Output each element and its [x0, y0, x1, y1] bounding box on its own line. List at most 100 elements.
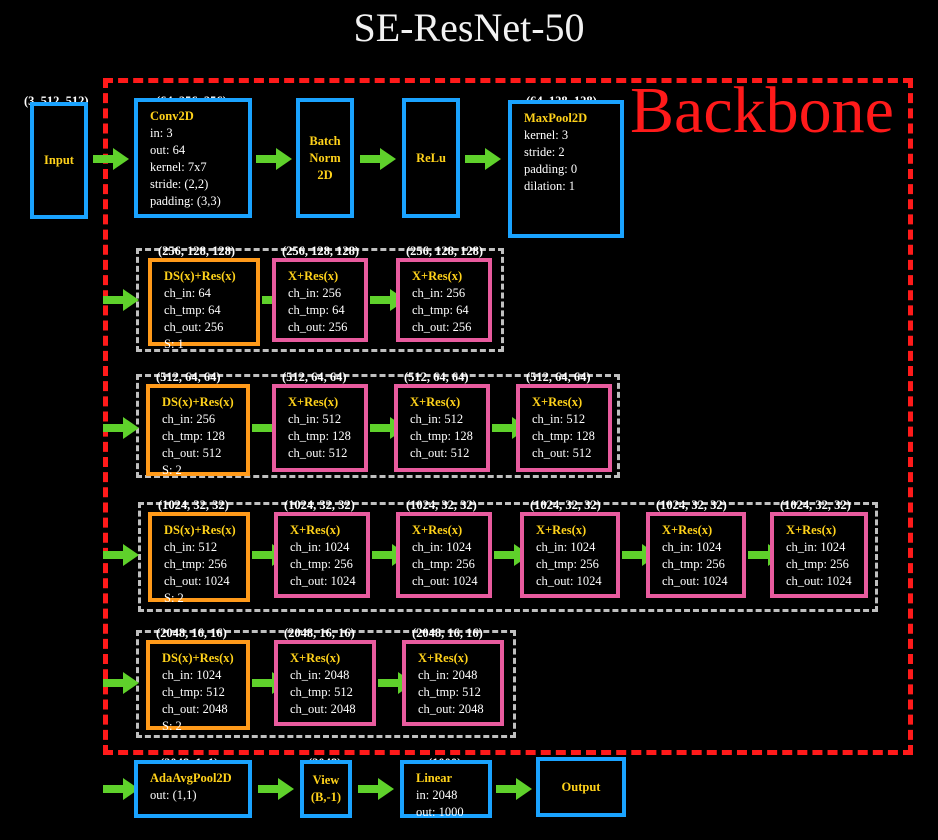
block-param: out: (1,1) — [150, 788, 197, 802]
downsample-residual-block: DS(x)+Res(x) ch_in: 64 ch_tmp: 64 ch_out: 2… — [148, 258, 260, 351]
stage-frame — [138, 502, 878, 612]
block-param: ch_in: 512 — [288, 412, 342, 426]
flow-arrow-icon — [258, 778, 294, 800]
block-name: X+Res(x) — [412, 523, 463, 537]
block-param: ch_in: 1024 — [162, 668, 222, 682]
block-param: ch_out: 1024 — [662, 574, 728, 588]
block-param: ch_tmp: 64 — [288, 303, 345, 317]
block-label: Batch Norm 2D — [309, 133, 341, 182]
block-param: ch_out: 1024 — [786, 574, 852, 588]
block-shape-label: (1024, 32, 32) — [780, 498, 851, 512]
relu-block: ReLu — [402, 98, 460, 218]
block-param: stride: (2,2) — [150, 177, 209, 191]
block-param: ch_in: 1024 — [536, 540, 596, 554]
flow-arrow-icon — [465, 148, 501, 170]
block-param: ch_in: 512 — [164, 540, 218, 554]
block-shape-label: (1024, 32, 32) — [656, 498, 727, 512]
block-shape-label: (2048, 16, 16) — [284, 626, 355, 640]
block-name: X+Res(x) — [410, 395, 461, 409]
block-param: kernel: 3 — [524, 128, 569, 142]
block-name: DS(x)+Res(x) — [162, 395, 234, 409]
view-block: View (B,-1) — [300, 760, 352, 818]
block-shape-label: (1024, 32, 32) — [406, 498, 477, 512]
flow-arrow-icon — [103, 417, 139, 439]
adaptive-avgpool-block: AdaAvgPool2D out: (1,1) — [134, 760, 252, 818]
flow-arrow-icon — [103, 544, 139, 566]
block-param: out: 64 — [150, 143, 186, 157]
block-name: DS(x)+Res(x) — [164, 269, 236, 283]
backbone-label: Backbone — [630, 74, 894, 147]
block-param: ch_out: 512 — [532, 446, 592, 460]
diagram-title: SE-ResNet-50 — [353, 5, 585, 50]
block-shape-label: (512, 64, 64) — [404, 370, 469, 384]
block-param: ch_tmp: 256 — [290, 557, 353, 571]
block-param: ch_tmp: 64 — [412, 303, 469, 317]
batchnorm-block: Batch Norm 2D — [296, 98, 354, 218]
block-shape-label: (256, 128, 128) — [282, 244, 360, 258]
block-name: AdaAvgPool2D — [150, 771, 232, 785]
block-param: ch_tmp: 128 — [532, 429, 595, 443]
block-name: X+Res(x) — [290, 523, 341, 537]
block-name: X+Res(x) — [288, 395, 339, 409]
block-param: ch_in: 1024 — [290, 540, 350, 554]
flow-arrow-icon — [360, 148, 396, 170]
block-param: ch_tmp: 128 — [288, 429, 351, 443]
block-param: ch_out: 256 — [288, 320, 348, 334]
block-name: X+Res(x) — [536, 523, 587, 537]
block-param: S: 2 — [162, 463, 182, 477]
block-name: Linear — [416, 771, 453, 785]
block-param: ch_out: 256 — [164, 320, 224, 334]
block-param: ch_in: 64 — [164, 286, 211, 300]
block-label: View (B,-1) — [310, 773, 342, 804]
backbone-frame — [103, 78, 913, 755]
flow-arrow-icon — [358, 778, 394, 800]
block-shape-label: (512, 64, 64) — [526, 370, 591, 384]
flow-arrow-icon — [93, 148, 129, 170]
block-param: ch_tmp: 512 — [162, 685, 225, 699]
block-name: X+Res(x) — [532, 395, 583, 409]
block-name: DS(x)+Res(x) — [164, 523, 236, 537]
flow-arrow-icon — [103, 778, 139, 800]
flow-arrow-icon — [103, 289, 139, 311]
block-param: ch_tmp: 64 — [164, 303, 221, 317]
block-content: DS(x)+Res(x) ch_in: 64 ch_tmp: 64 ch_out: 2… — [164, 268, 236, 353]
block-param: ch_out: 256 — [412, 320, 472, 334]
input-block: Input — [30, 102, 88, 219]
block-name: DS(x)+Res(x) — [162, 651, 234, 665]
flow-arrow-icon — [496, 778, 532, 800]
block-param: ch_tmp: 256 — [786, 557, 849, 571]
block-content: AdaAvgPool2D out: (1,1) — [150, 770, 232, 804]
block-name: X+Res(x) — [288, 269, 339, 283]
output-block: Output — [536, 757, 626, 817]
block-param: padding: (3,3) — [150, 194, 221, 208]
block-shape-label: (1024, 32, 32) — [530, 498, 601, 512]
block-param: ch_in: 256 — [162, 412, 216, 426]
block-param: ch_in: 2048 — [290, 668, 350, 682]
block-param: ch_out: 1024 — [164, 574, 230, 588]
block-param: ch_tmp: 128 — [162, 429, 225, 443]
